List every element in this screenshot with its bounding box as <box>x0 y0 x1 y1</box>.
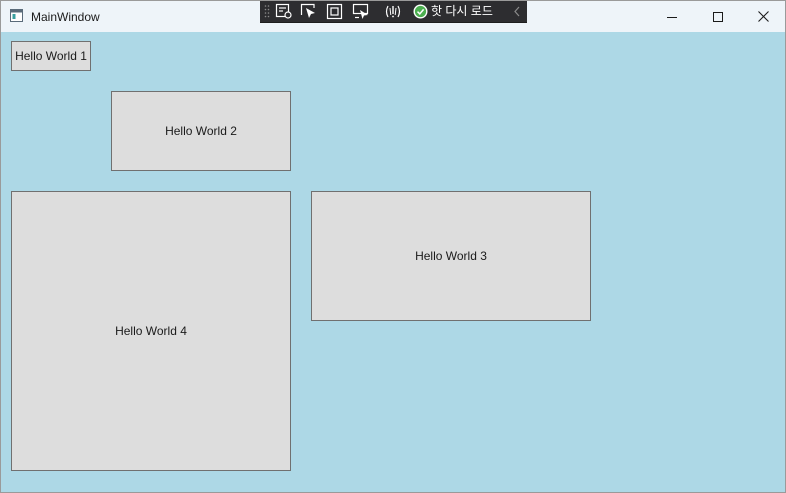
track-focus-button[interactable] <box>352 3 370 20</box>
maximize-button[interactable] <box>695 1 741 32</box>
window-content: Hello World 1 Hello World 2 Hello World … <box>1 32 785 492</box>
hot-reload-button[interactable]: 핫 다시 로드 <box>413 3 493 20</box>
app-window-icon <box>10 9 23 22</box>
live-visual-tree-button[interactable] <box>275 3 293 20</box>
close-button[interactable] <box>740 1 785 32</box>
hello-world-4-button[interactable]: Hello World 4 <box>11 191 291 471</box>
toolbar-grip-icon[interactable] <box>264 4 270 19</box>
close-icon <box>757 11 769 22</box>
select-element-icon <box>300 3 315 18</box>
live-visual-tree-icon <box>275 3 292 19</box>
binding-failures-button[interactable] <box>384 3 402 20</box>
binding-failures-icon <box>385 5 401 18</box>
hello-world-2-button[interactable]: Hello World 2 <box>111 91 291 171</box>
hello-world-1-button[interactable]: Hello World 1 <box>11 41 91 71</box>
maximize-icon <box>713 11 723 22</box>
track-focus-icon <box>352 3 369 19</box>
minimize-button[interactable] <box>649 1 695 32</box>
minimize-icon <box>667 16 677 18</box>
chevron-left-icon[interactable] <box>513 6 521 17</box>
select-element-button[interactable] <box>300 3 318 20</box>
hot-reload-label: 핫 다시 로드 <box>431 4 493 18</box>
display-layout-adorners-button[interactable] <box>326 3 344 20</box>
window-title: MainWindow <box>31 10 100 24</box>
hot-reload-check-icon <box>413 4 428 19</box>
xaml-devtools-toolbar: 핫 다시 로드 <box>260 1 527 23</box>
hello-world-3-button[interactable]: Hello World 3 <box>311 191 591 321</box>
display-layout-adorners-icon <box>326 3 343 20</box>
